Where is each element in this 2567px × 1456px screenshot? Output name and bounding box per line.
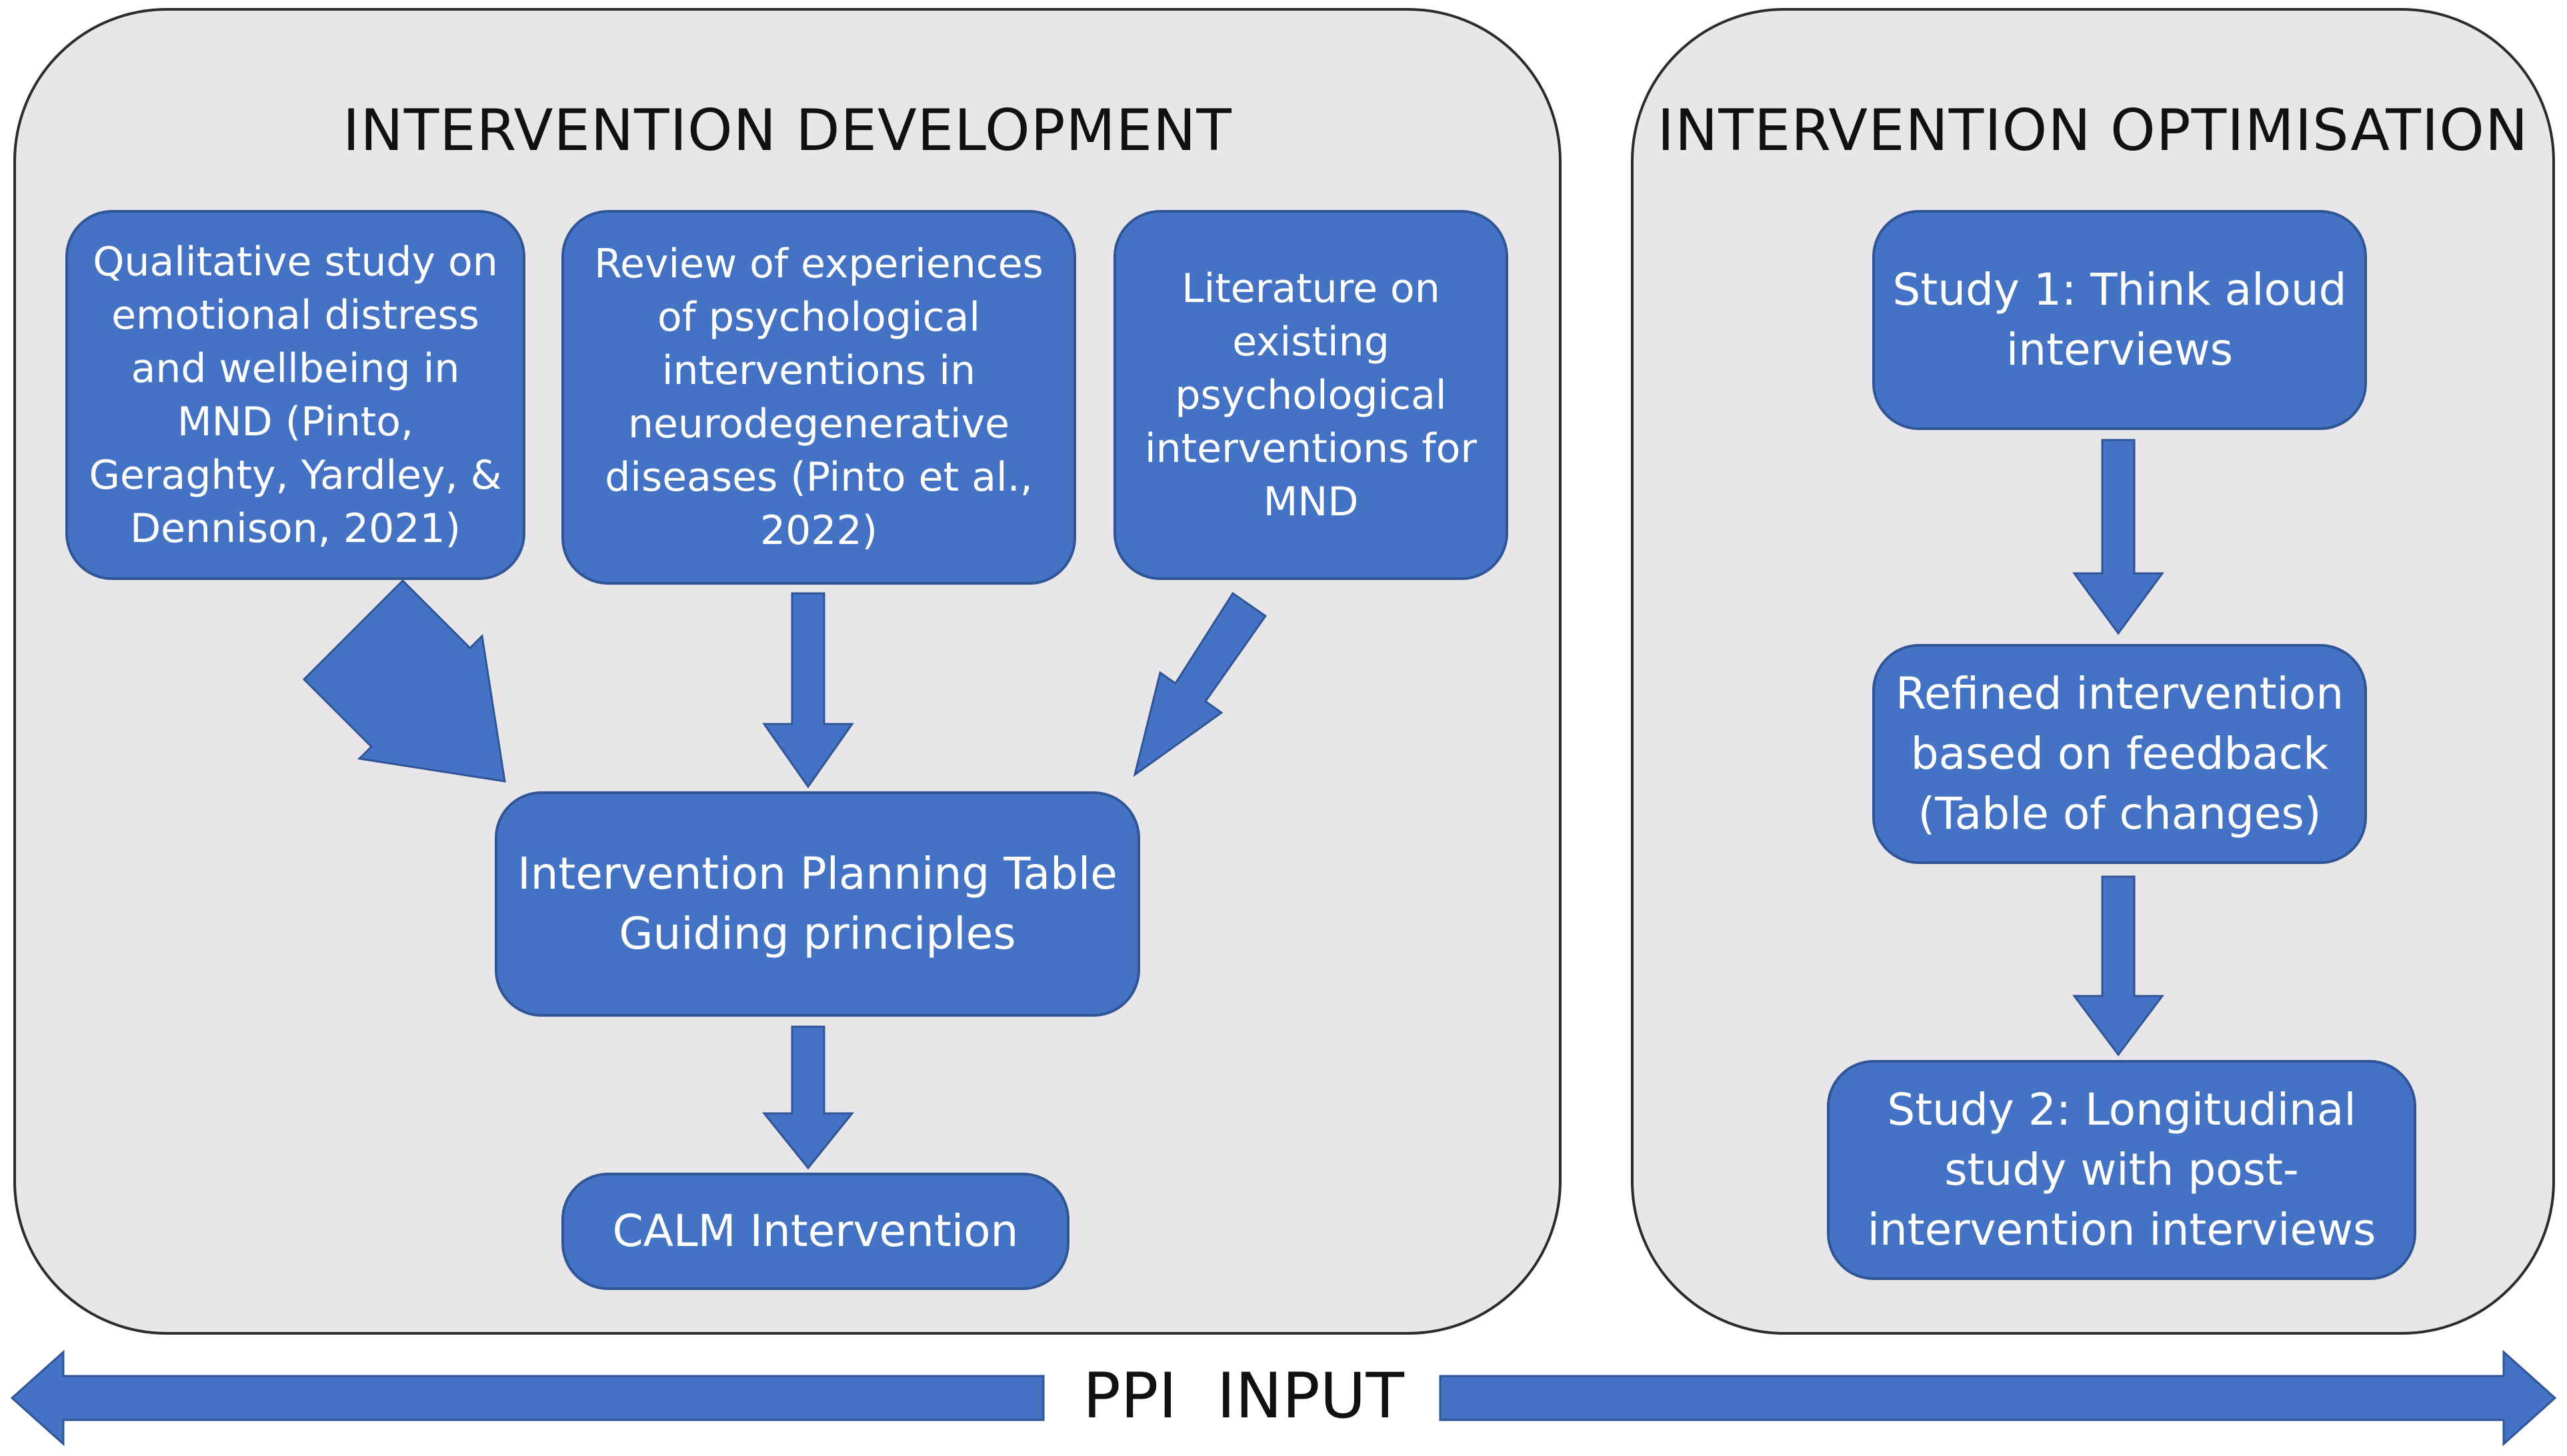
study2-text: Study 2: Longitudinal study with post- i… — [1867, 1084, 2376, 1255]
qualitative-study-text: Qualitative study on emotional distress … — [89, 238, 502, 552]
arrow-qualitative-to-planning — [302, 579, 506, 783]
arrow-refined-to-study2 — [2072, 875, 2164, 1057]
literature-text: Literature on existing psychological int… — [1144, 265, 1478, 525]
ppi-input-label: PPI INPUT — [1083, 1360, 1404, 1433]
arrow-literature-to-planning — [1133, 591, 1267, 777]
calm-intervention-box: CALM Intervention — [561, 1173, 1069, 1290]
development-title: INTERVENTION DEVELOPMENT — [343, 97, 1232, 164]
literature-box: Literature on existing psychological int… — [1113, 210, 1508, 580]
refined-intervention-text: Refined intervention based on feedback (… — [1895, 668, 2344, 839]
arrow-review-to-planning — [762, 592, 854, 789]
arrow-study1-to-refined — [2072, 439, 2164, 635]
review-text: Review of experiences of psychological i… — [594, 241, 1043, 554]
review-box: Review of experiences of psychological i… — [561, 210, 1076, 585]
study1-box: Study 1: Think aloud interviews — [1872, 210, 2367, 430]
qualitative-study-box: Qualitative study on emotional distress … — [65, 210, 525, 580]
planning-table-text: Intervention Planning Table Guiding prin… — [517, 848, 1117, 959]
study1-text: Study 1: Think aloud interviews — [1892, 264, 2347, 375]
refined-intervention-box: Refined intervention based on feedback (… — [1872, 644, 2367, 864]
study2-box: Study 2: Longitudinal study with post- i… — [1827, 1060, 2416, 1280]
arrow-planning-to-calm — [761, 1025, 855, 1170]
ppi-left-arrow — [10, 1349, 1045, 1447]
calm-intervention-text: CALM Intervention — [612, 1205, 1019, 1257]
planning-table-box: Intervention Planning Table Guiding prin… — [495, 791, 1140, 1017]
ppi-right-arrow — [1439, 1349, 2557, 1447]
optimisation-title: INTERVENTION OPTIMISATION — [1657, 97, 2529, 164]
